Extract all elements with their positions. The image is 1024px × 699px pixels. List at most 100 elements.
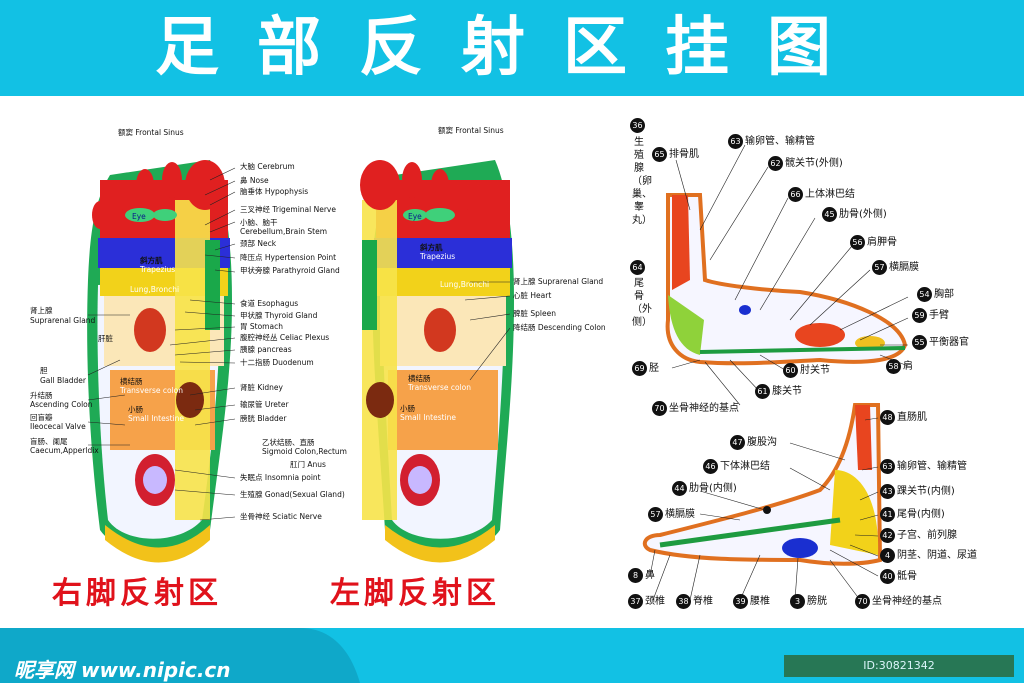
number-badge: 66: [788, 187, 803, 202]
side-label: Gall Bladder: [40, 376, 87, 385]
inner-label: 小肠: [128, 405, 143, 414]
outer-item-text: 肩: [903, 360, 913, 372]
side-label: 降结肠 Descending Colon: [513, 323, 606, 332]
center-label: 食道 Esophagus: [240, 299, 299, 308]
number-badge: 57: [648, 507, 663, 522]
inner-item-text: 尾骨(内侧): [897, 508, 945, 520]
foot-illustrations: [87, 160, 514, 563]
number-badge: 64: [630, 260, 645, 275]
outer-vertical-num: 36: [630, 118, 647, 133]
inner-label: Lung,Bronchi: [130, 285, 180, 294]
inner-item-text: 腰椎: [750, 595, 770, 607]
right-foot-sole: [87, 160, 233, 563]
inner-item-text: 颈椎: [645, 595, 665, 607]
number-badge: 54: [917, 287, 932, 302]
number-badge: 41: [880, 507, 895, 522]
number-badge: 3: [790, 594, 805, 609]
number-badge: 45: [822, 207, 837, 222]
center-label: Cerebellum,Brain Stem: [240, 227, 328, 236]
outer-item-text: 平衡器官: [929, 336, 969, 348]
side-label: 脾脏 Spleen: [513, 309, 556, 318]
center-label: 肛门 Anus: [290, 460, 326, 469]
inner-label: Trapezius: [420, 252, 456, 261]
label-frontal-sinus-left: 额窦 Frontal Sinus: [438, 126, 504, 135]
center-label: 颈部 Neck: [240, 239, 277, 248]
inner-item-text: 坐骨神经的基点: [872, 595, 942, 607]
outer-vertical-label: 生殖腺（卵巢、睾丸）: [632, 137, 652, 226]
left-foot-caption: 左脚反射区: [330, 576, 500, 611]
right-foot-caption: 右脚反射区: [52, 576, 222, 611]
inner-label: Eye: [132, 212, 146, 221]
outer-item-text: 肩胛骨: [867, 236, 897, 248]
number-badge: 48: [880, 410, 895, 425]
number-badge: 70: [652, 401, 667, 416]
inner-label: Transverse colon: [120, 386, 183, 395]
center-label: 胰腺 pancreas: [240, 345, 292, 354]
inner-label: Transverse colon: [408, 383, 471, 392]
inner-item-text: 横膈膜: [665, 508, 695, 520]
inner-label: 斜方肌: [420, 243, 443, 252]
center-label: 膀胱 Bladder: [240, 414, 287, 423]
center-label: 大脑 Cerebrum: [240, 162, 295, 171]
center-label: 腹腔神经丛 Celiac Plexus: [240, 333, 330, 342]
outer-side-foot: [665, 193, 908, 366]
inner-item-text: 子宫、前列腺: [897, 529, 957, 541]
number-badge: 46: [703, 459, 718, 474]
side-label: Ileocecal Valve: [30, 422, 86, 431]
center-label: 甲状旁腺 Parathyroid Gland: [240, 266, 340, 275]
side-label: Suprarenal Gland: [30, 316, 96, 325]
number-badge: 58: [886, 359, 901, 374]
inner-side-foot: [642, 403, 883, 566]
inner-item-text: 阴茎、阴道、尿道: [897, 549, 977, 561]
inner-item-text: 膀胱: [807, 595, 827, 607]
inner-item-text: 鼻: [645, 569, 655, 581]
outer-item-text: 输卵管、输精管: [745, 135, 815, 147]
inner-item-text: 骶骨: [897, 570, 917, 582]
footer-curve: [0, 628, 360, 683]
inner-label: 斜方肌: [140, 256, 163, 265]
center-label: 失眠点 Insomnia point: [240, 473, 321, 482]
watermark: 昵享网 www.nipic.cn: [14, 658, 231, 682]
outer-item-text: 横膈膜: [889, 261, 919, 273]
number-badge: 62: [768, 156, 783, 171]
inner-label: 横结肠: [120, 377, 143, 386]
outer-item-text: 胸部: [934, 288, 954, 300]
number-badge: 44: [672, 481, 687, 496]
number-badge: 38: [676, 594, 691, 609]
outer-item-text: 胫: [649, 362, 659, 374]
center-label: 十二指肠 Duodenum: [240, 358, 314, 367]
inner-item-text: 输卵管、输精管: [897, 460, 967, 472]
number-badge: 60: [783, 363, 798, 378]
outer-item-text: 手臂: [929, 309, 949, 321]
leader-lines: [87, 167, 511, 521]
number-badge: 4: [880, 548, 895, 563]
number-badge: 65: [652, 147, 667, 162]
number-badge: 55: [912, 335, 927, 350]
center-label: 输尿管 Ureter: [240, 400, 289, 409]
outer-vertical-num-2: 64: [630, 260, 647, 275]
center-label: 小脑、脑干: [240, 218, 278, 227]
number-badge: 39: [733, 594, 748, 609]
number-badge: 36: [630, 118, 645, 133]
